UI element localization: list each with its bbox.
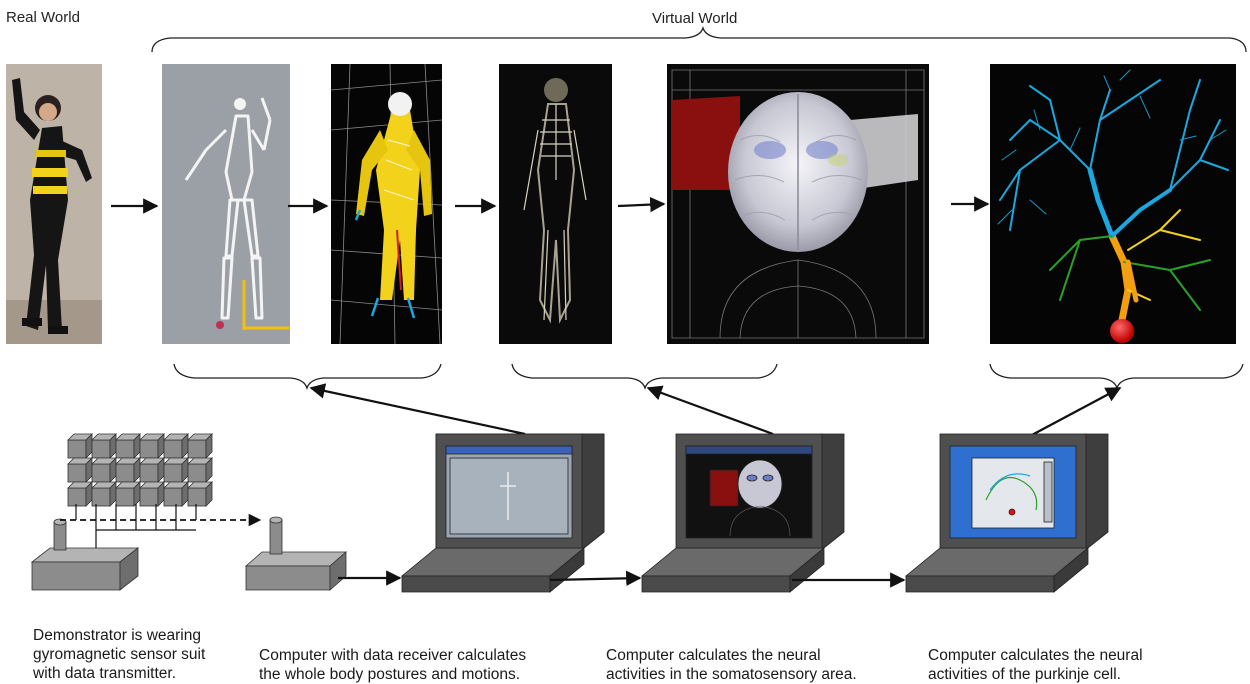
- caption-posture-computer: Computer with data receiver calculates t…: [259, 646, 526, 684]
- sensor-cube-front: [68, 464, 86, 482]
- sensor-cube-front: [116, 464, 134, 482]
- musculoskeletal-model-panel: [331, 64, 442, 344]
- caption-somatosensory-computer: Computer calculates the neural activitie…: [606, 646, 857, 684]
- sensor-cube-front: [140, 440, 158, 458]
- sensor-cube-front: [188, 464, 206, 482]
- sensor-cube-front: [92, 464, 110, 482]
- brain-somatosensory-panel: [667, 64, 929, 344]
- sensor-cube-front: [164, 464, 182, 482]
- demonstrator-photo: [6, 64, 102, 344]
- purkinje-cell-panel: [990, 64, 1236, 344]
- sensor-cube-front: [188, 440, 206, 458]
- sensor-cube-front: [68, 488, 86, 506]
- sensor-cube-front: [92, 488, 110, 506]
- sensor-cube-front: [116, 488, 134, 506]
- skeleton-model-panel: [162, 64, 290, 344]
- sensor-cube-front: [92, 440, 110, 458]
- sensor-cube-front: [188, 488, 206, 506]
- sensor-cube-front: [140, 464, 158, 482]
- skeleton-rendering-panel: [499, 64, 612, 344]
- sensor-cube-front: [164, 488, 182, 506]
- computer-to-panel-arrows: [311, 388, 1120, 436]
- laptop-somatosensory-computer: [642, 434, 844, 592]
- sensor-wiring: [60, 504, 260, 548]
- receiver-device: [246, 517, 346, 590]
- caption-purkinje-computer: Computer calculates the neural activitie…: [928, 646, 1143, 684]
- sensor-cube-front: [140, 488, 158, 506]
- sensor-cube-front: [164, 440, 182, 458]
- lower-braces: [174, 364, 1243, 388]
- sensor-cube-front: [68, 440, 86, 458]
- virtual-world-brace: [152, 28, 1246, 52]
- sensor-array: [68, 434, 212, 506]
- laptop-purkinje-computer: [906, 434, 1108, 592]
- sensor-cube-front: [116, 440, 134, 458]
- laptop-posture-computer: [402, 434, 604, 592]
- caption-demonstrator: Demonstrator is wearing gyromagnetic sen…: [33, 626, 205, 683]
